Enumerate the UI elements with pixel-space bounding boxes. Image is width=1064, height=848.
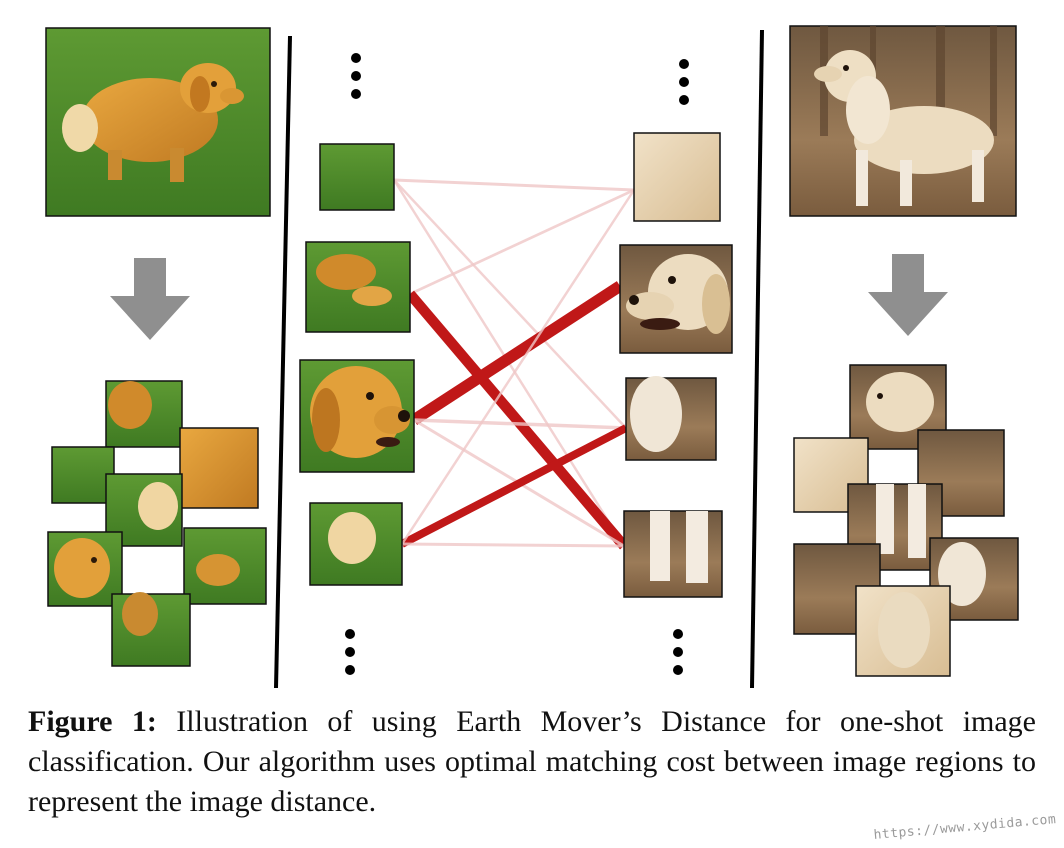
left-patch-tail [309, 502, 403, 586]
flow-line-0 [393, 178, 635, 192]
flow-line-9 [401, 542, 625, 548]
emd-illustration-figure [45, 25, 1019, 689]
flow-line-8 [400, 424, 628, 548]
flow-line-1 [393, 179, 627, 429]
left-patch-grass [319, 143, 395, 211]
down-arrow-icon [868, 254, 948, 336]
right-patch-legs [623, 510, 723, 598]
matching-flows [392, 178, 636, 550]
support-image [789, 25, 1017, 217]
flow-line-3 [409, 188, 635, 296]
query-image [45, 27, 271, 217]
right-patch-fur [633, 132, 721, 222]
left-patch-dog-face [299, 359, 415, 473]
flow-line-10 [400, 189, 636, 545]
flow-line-4 [405, 290, 629, 550]
left-patch-paws [305, 241, 411, 333]
right-separator [750, 29, 764, 689]
caption-text: Illustration of using Earth Mover’s Dist… [28, 705, 1036, 818]
down-arrow-icon [110, 258, 190, 340]
support-patches [793, 364, 1019, 677]
query-patches [47, 380, 267, 667]
figure-caption: Figure 1: Illustration of using Earth Mo… [28, 702, 1036, 822]
ellipsis-icon [345, 53, 689, 675]
right-patch-dog-head [619, 244, 733, 354]
left-separator [274, 35, 292, 689]
flow-line-5 [410, 281, 624, 425]
right-patch-white-fur [625, 376, 717, 461]
figure-label: Figure 1: [28, 705, 157, 738]
flow-line-6 [413, 418, 627, 430]
